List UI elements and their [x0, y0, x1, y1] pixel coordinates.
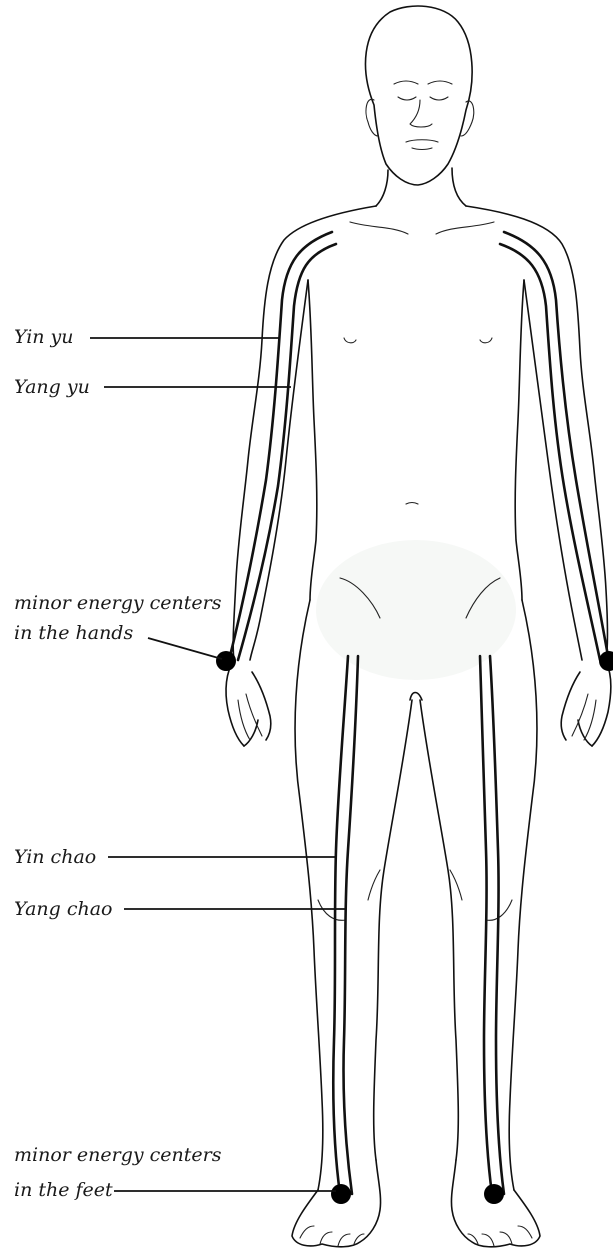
label-yang-yu: Yang yu — [14, 374, 90, 400]
label-yang-chao: Yang chao — [14, 896, 112, 922]
right-hand — [561, 662, 611, 746]
head — [366, 6, 474, 185]
legs — [295, 600, 537, 1190]
yin-chao-meridian-right — [480, 656, 492, 1194]
foot-energy-center-left — [331, 1184, 351, 1204]
label-yin-chao: Yin chao — [14, 844, 96, 870]
yang-chao-meridian-left — [343, 656, 358, 1194]
label-feet-line2: in the feet — [14, 1177, 113, 1203]
yang-yu-meridian-right — [500, 244, 600, 660]
yin-yu-meridian-right — [504, 232, 608, 656]
label-hands-line1: minor energy centers — [14, 590, 221, 616]
yin-yu-meridian-left — [230, 232, 332, 656]
label-yin-yu: Yin yu — [14, 324, 74, 350]
label-hands-line2: in the hands — [14, 620, 133, 646]
foot-energy-center-right — [484, 1184, 504, 1204]
hand-energy-center-left — [216, 651, 236, 671]
leader-hands — [148, 638, 222, 659]
label-feet-line1: minor energy centers — [14, 1142, 221, 1168]
hand-energy-center-right — [599, 651, 613, 671]
left-hand — [226, 660, 271, 746]
yang-chao-meridian-right — [490, 656, 504, 1194]
